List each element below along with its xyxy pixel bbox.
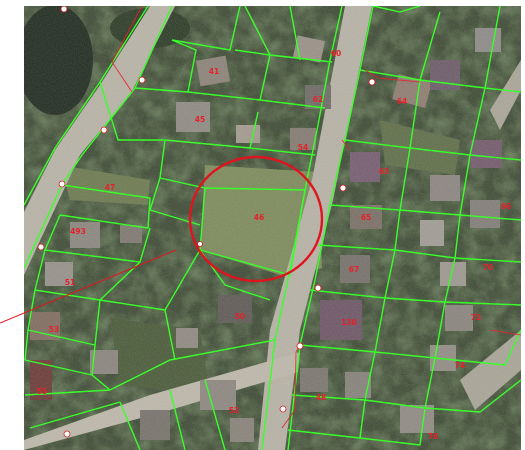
parcel-label-52: 52 <box>229 406 239 415</box>
parcel-label-66: 66 <box>501 202 511 211</box>
parcel-label-47: 47 <box>105 183 115 192</box>
parcel-boundaries <box>24 6 521 450</box>
parcel-number-labels: 60 41 62 64 45 54 47 46 63 65 66 493 51 … <box>37 49 511 441</box>
parcel-label-60: 60 <box>331 49 341 58</box>
parcel-label-50: 50 <box>235 312 245 321</box>
parcel-label-64: 64 <box>397 97 407 106</box>
parcel-label-76: 76 <box>428 432 438 441</box>
parcel-label-62: 62 <box>313 95 323 104</box>
parcel-label-53: 53 <box>49 325 59 334</box>
parcel-label-51: 51 <box>65 278 75 287</box>
parcel-label-45: 45 <box>195 115 205 124</box>
parcel-label-41: 41 <box>209 67 219 76</box>
aerial-imagery: 60 41 62 64 45 54 47 46 63 65 66 493 51 … <box>24 6 521 450</box>
parcel-label-74: 74 <box>455 361 465 370</box>
parcel-label-70: 70 <box>483 263 493 272</box>
highlight-circle <box>188 155 324 283</box>
boundary-vertices <box>37 6 376 438</box>
parcel-label-67: 67 <box>349 265 359 274</box>
parcel-label-130: 130 <box>341 318 357 327</box>
parcel-label-493: 493 <box>70 227 86 236</box>
parcel-label-54: 54 <box>298 143 308 152</box>
leader-line <box>0 249 177 324</box>
parcel-label-55: 55 <box>37 387 47 396</box>
parcel-label-63: 63 <box>379 167 389 176</box>
parcel-label-48: 48 <box>316 393 326 402</box>
parcel-label-65: 65 <box>361 213 371 222</box>
parcel-label-72: 72 <box>471 313 481 322</box>
parcel-label-46: 46 <box>254 213 264 222</box>
